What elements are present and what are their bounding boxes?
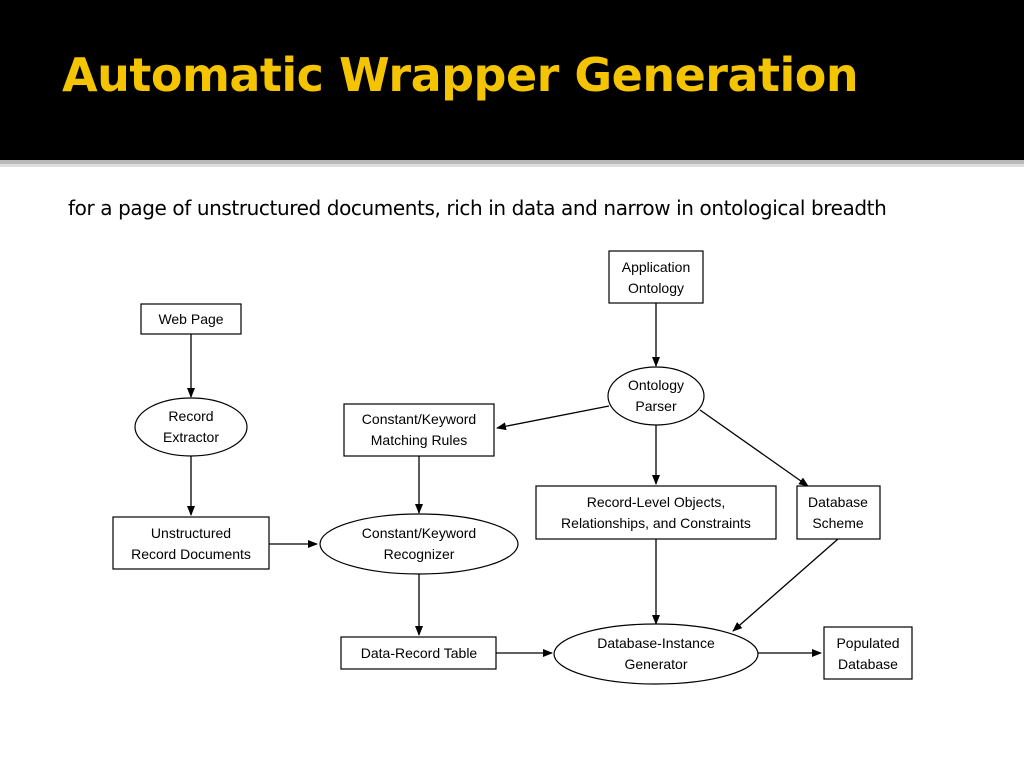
node-populated-database: Populated Database bbox=[823, 626, 913, 680]
node-label: Record Documents bbox=[131, 546, 251, 562]
node-unstructured-documents: Unstructured Record Documents bbox=[112, 516, 270, 570]
node-label: Populated bbox=[836, 635, 899, 651]
node-label: Relationships, and Constraints bbox=[561, 515, 751, 531]
node-label: Matching Rules bbox=[371, 432, 468, 448]
title-divider-light bbox=[0, 164, 1024, 167]
edges bbox=[187, 303, 839, 657]
node-label: Ontology bbox=[628, 377, 684, 393]
node-label: Constant/Keyword bbox=[362, 525, 476, 541]
title-bar: Automatic Wrapper Generation bbox=[0, 0, 1024, 160]
edge-parser-to-matchingrules bbox=[496, 405, 610, 431]
title-divider bbox=[0, 160, 1024, 164]
node-application-ontology: Application Ontology bbox=[608, 250, 704, 304]
node-label: Database-Instance bbox=[597, 635, 715, 651]
node-label: Web Page bbox=[158, 311, 223, 327]
node-data-record-table: Data-Record Table bbox=[340, 636, 497, 670]
node-ontology-parser: Ontology Parser bbox=[607, 366, 705, 426]
node-label: Data-Record Table bbox=[361, 645, 478, 661]
node-label: Application bbox=[622, 259, 691, 275]
node-label: Database bbox=[808, 494, 868, 510]
node-label: Recognizer bbox=[384, 546, 455, 562]
node-label: Ontology bbox=[628, 280, 684, 296]
node-label: Constant/Keyword bbox=[362, 411, 476, 427]
edge-scheme-to-generator bbox=[732, 538, 839, 632]
node-record-extractor: Record Extractor bbox=[134, 397, 248, 457]
edge-parser-to-scheme bbox=[699, 409, 809, 487]
node-label: Database bbox=[838, 656, 898, 672]
node-label: Extractor bbox=[163, 429, 219, 445]
node-label: Record bbox=[168, 408, 213, 424]
node-label: Scheme bbox=[812, 515, 864, 531]
slide-subtitle: for a page of unstructured documents, ri… bbox=[68, 196, 887, 220]
node-label: Record-Level Objects, bbox=[587, 494, 726, 510]
node-instance-generator: Database-Instance Generator bbox=[553, 623, 759, 685]
node-label: Parser bbox=[635, 398, 677, 414]
node-keyword-recognizer: Constant/Keyword Recognizer bbox=[319, 513, 519, 575]
node-database-scheme: Database Scheme bbox=[796, 485, 881, 540]
slide-title: Automatic Wrapper Generation bbox=[62, 48, 859, 102]
node-matching-rules: Constant/Keyword Matching Rules bbox=[343, 403, 495, 457]
node-web-page: Web Page bbox=[140, 303, 242, 335]
node-label: Generator bbox=[624, 656, 687, 672]
node-record-level-objects: Record-Level Objects, Relationships, and… bbox=[535, 485, 777, 540]
node-label: Unstructured bbox=[151, 525, 231, 541]
